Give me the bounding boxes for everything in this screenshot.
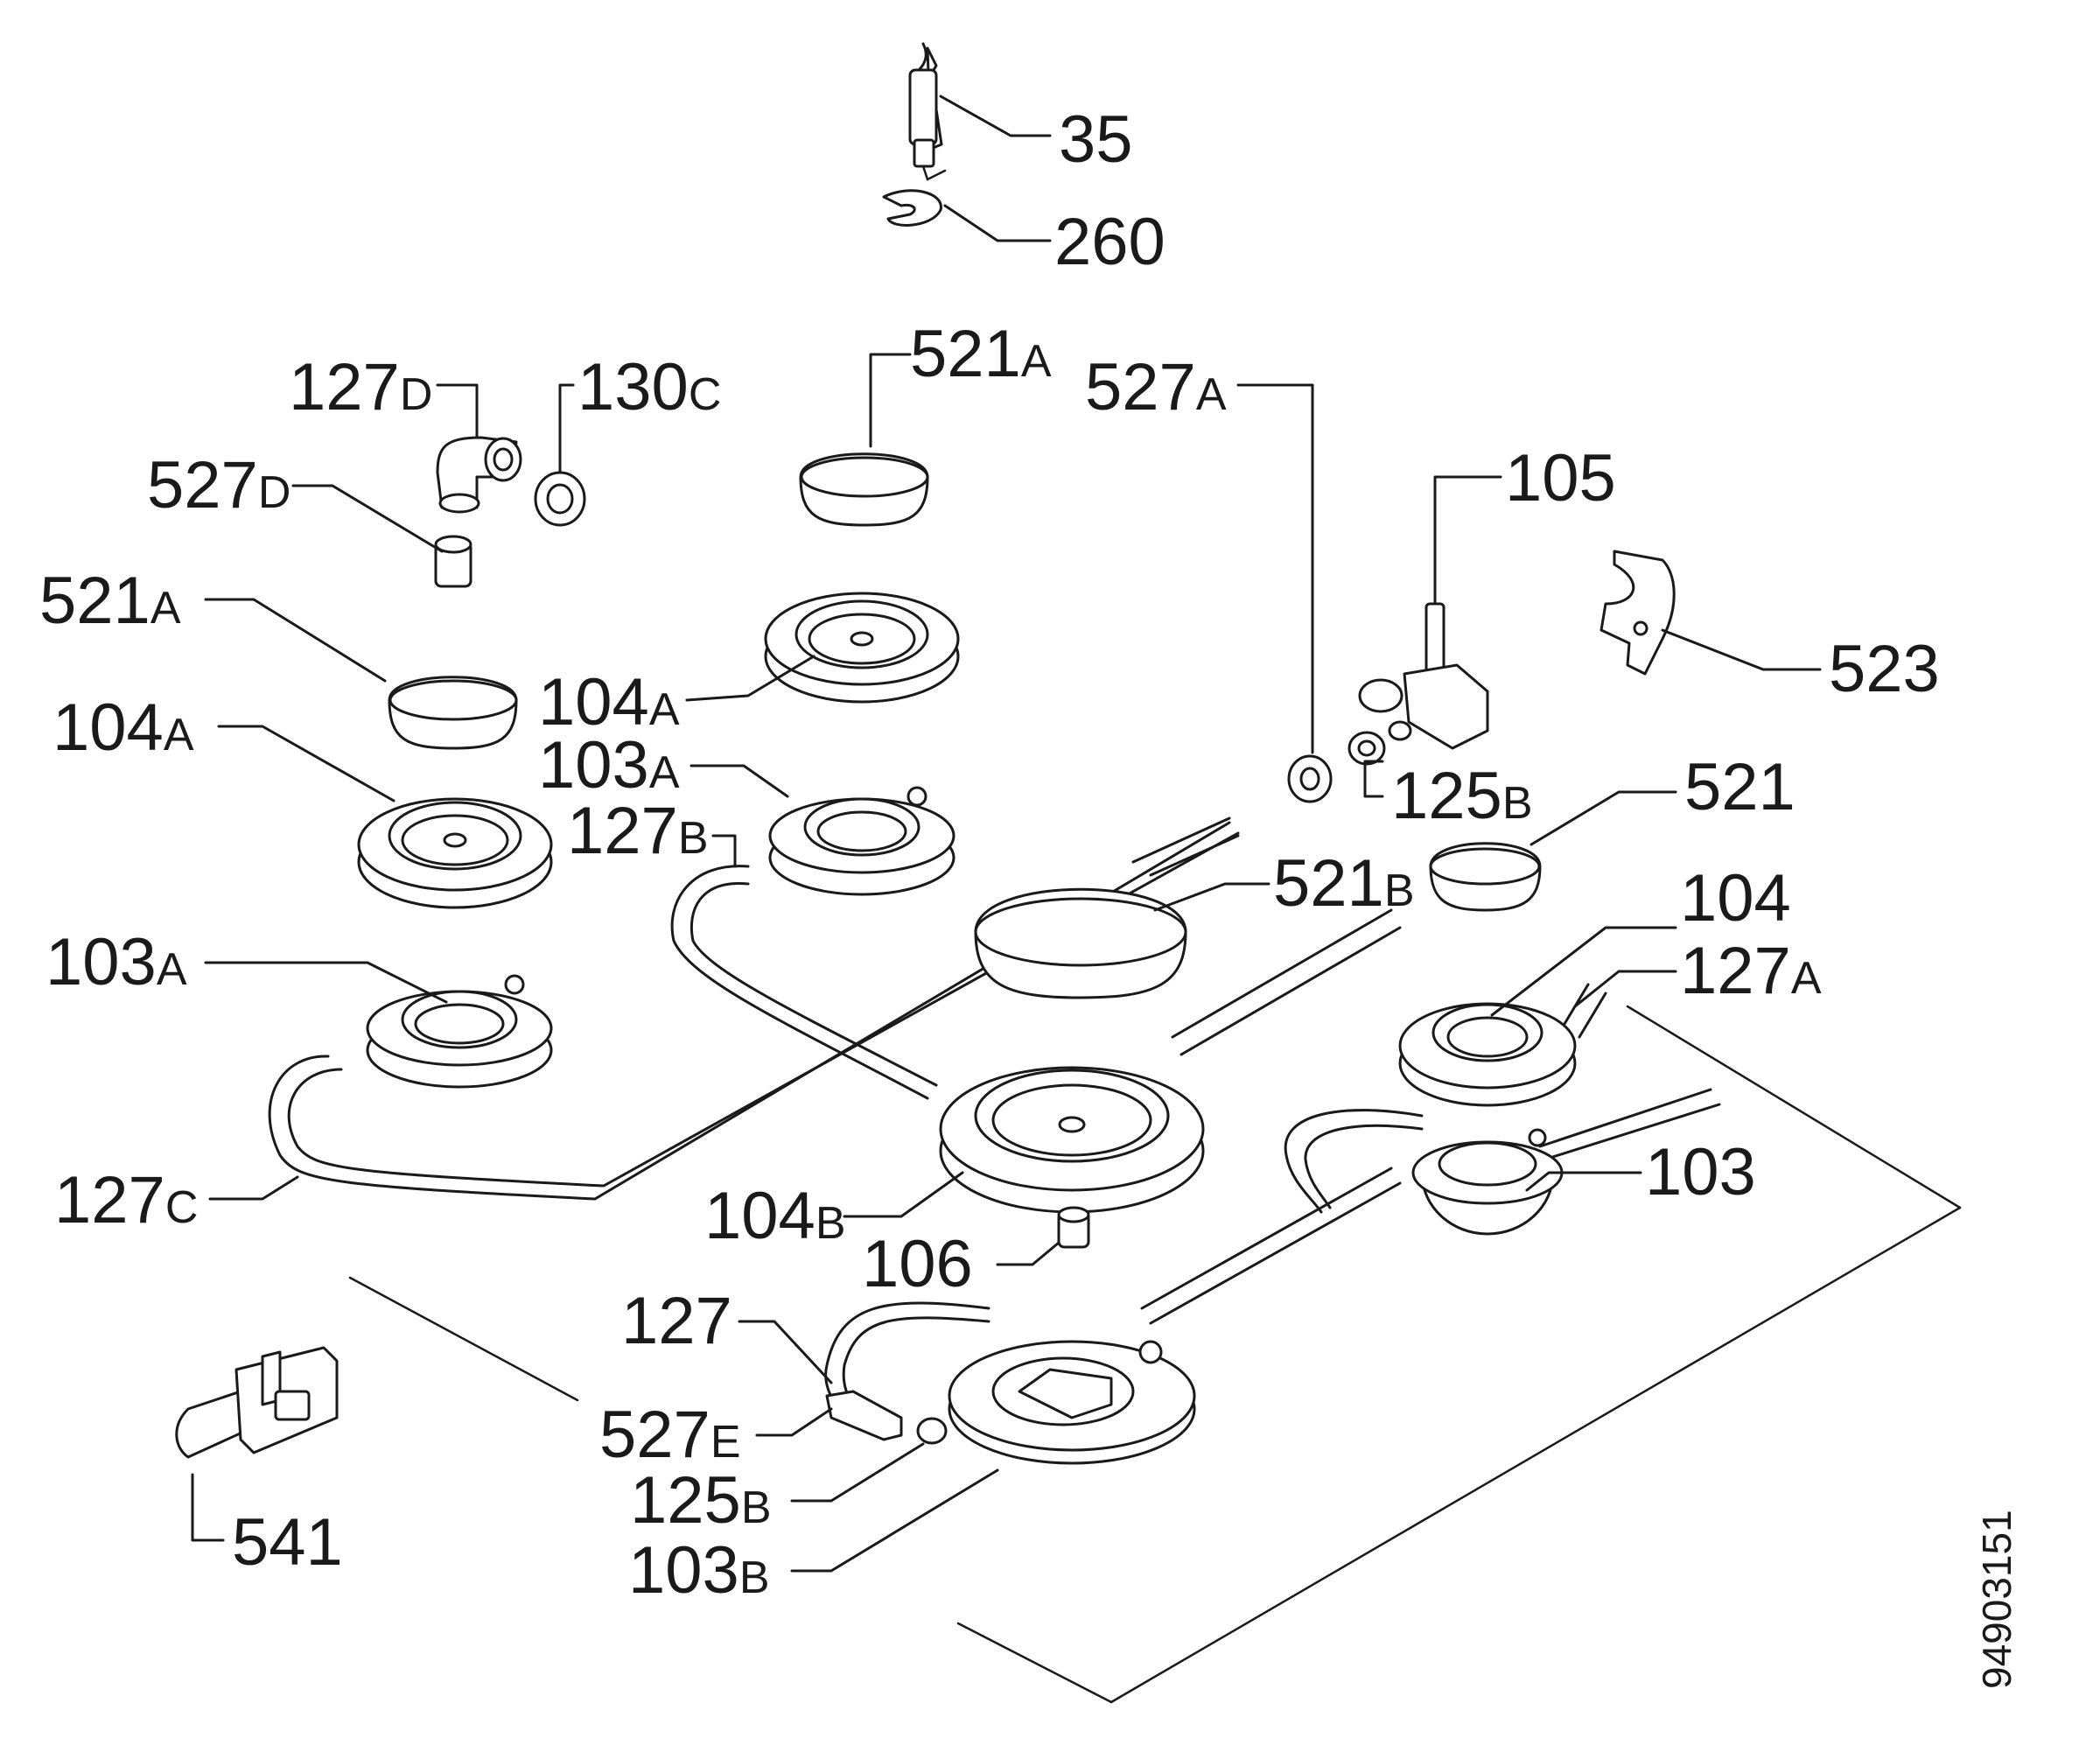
document-number: 94903151 xyxy=(1974,1510,2020,1689)
label-127: 127 xyxy=(621,1284,732,1358)
label-103a-left: 103A xyxy=(46,925,187,999)
injector-106-part xyxy=(1057,1206,1090,1249)
callout-labels: 35 260 127D 130C 521A 527A 105 527D 521A… xyxy=(39,102,1940,1608)
nipple-125b-bottom-part xyxy=(916,1417,948,1445)
burner-104a-left xyxy=(357,797,553,909)
label-105: 105 xyxy=(1505,441,1616,515)
burner-base-103 xyxy=(1411,1128,1564,1236)
burner-cap-521b xyxy=(974,887,1187,999)
label-125b-top: 125B xyxy=(1391,759,1533,833)
label-523: 523 xyxy=(1829,632,1940,706)
label-127b: 127B xyxy=(567,794,709,868)
connector-527e-part xyxy=(825,1390,903,1441)
label-260: 260 xyxy=(1054,205,1166,279)
hob-outline xyxy=(348,1005,1962,1704)
burner-cap-521a-left xyxy=(388,676,518,750)
burner-104b xyxy=(939,1066,1205,1214)
pipe-127 xyxy=(824,1301,990,1411)
label-35: 35 xyxy=(1059,102,1133,177)
ignition-switch-541-part xyxy=(175,1346,339,1459)
elbow-connector-part xyxy=(436,436,522,514)
nipple-125b-top-part xyxy=(1348,731,1386,766)
gas-tap-105-part xyxy=(1358,602,1489,750)
label-527d: 527D xyxy=(147,448,290,522)
label-104a-left: 104A xyxy=(52,690,194,765)
leader-lines xyxy=(191,95,1822,1573)
pipe-127c xyxy=(268,821,1231,1201)
burner-base-103a-left xyxy=(366,974,553,1089)
label-106: 106 xyxy=(862,1227,973,1301)
label-125b-bottom: 125B xyxy=(630,1463,772,1538)
nut-527a-part xyxy=(1287,754,1333,803)
label-104: 104 xyxy=(1680,861,1791,936)
pipe-127b xyxy=(670,865,929,1100)
label-127a: 127A xyxy=(1680,934,1822,1008)
burner-cap-521a-top xyxy=(799,452,929,527)
ignition-electrode-part xyxy=(908,42,947,181)
label-527a: 527A xyxy=(1085,350,1227,424)
label-103b: 103B xyxy=(628,1533,770,1608)
label-127c: 127C xyxy=(54,1163,198,1237)
label-541: 541 xyxy=(232,1505,343,1580)
label-527e: 527E xyxy=(599,1398,741,1472)
burner-cap-521 xyxy=(1429,842,1542,912)
burner-104a-middle xyxy=(764,592,960,704)
label-521a-left: 521A xyxy=(39,564,181,638)
burner-base-103a-middle xyxy=(768,786,956,896)
label-103a-middle: 103A xyxy=(538,728,680,802)
nipple-527d-part xyxy=(434,535,472,588)
nut-130c-part xyxy=(534,471,586,527)
label-521: 521 xyxy=(1684,750,1796,824)
burner-104 xyxy=(1398,1002,1577,1107)
label-104b: 104B xyxy=(704,1179,846,1253)
label-127d: 127D xyxy=(289,350,432,424)
label-521a-top: 521A xyxy=(910,317,1052,391)
label-103: 103 xyxy=(1645,1135,1756,1209)
label-130c: 130C xyxy=(578,350,721,424)
burner-base-103b xyxy=(948,1340,1196,1465)
bracket-523-part xyxy=(1600,550,1676,676)
label-104a-middle: 104A xyxy=(538,665,680,739)
clip-part xyxy=(882,189,942,227)
label-521b: 521B xyxy=(1273,846,1415,921)
